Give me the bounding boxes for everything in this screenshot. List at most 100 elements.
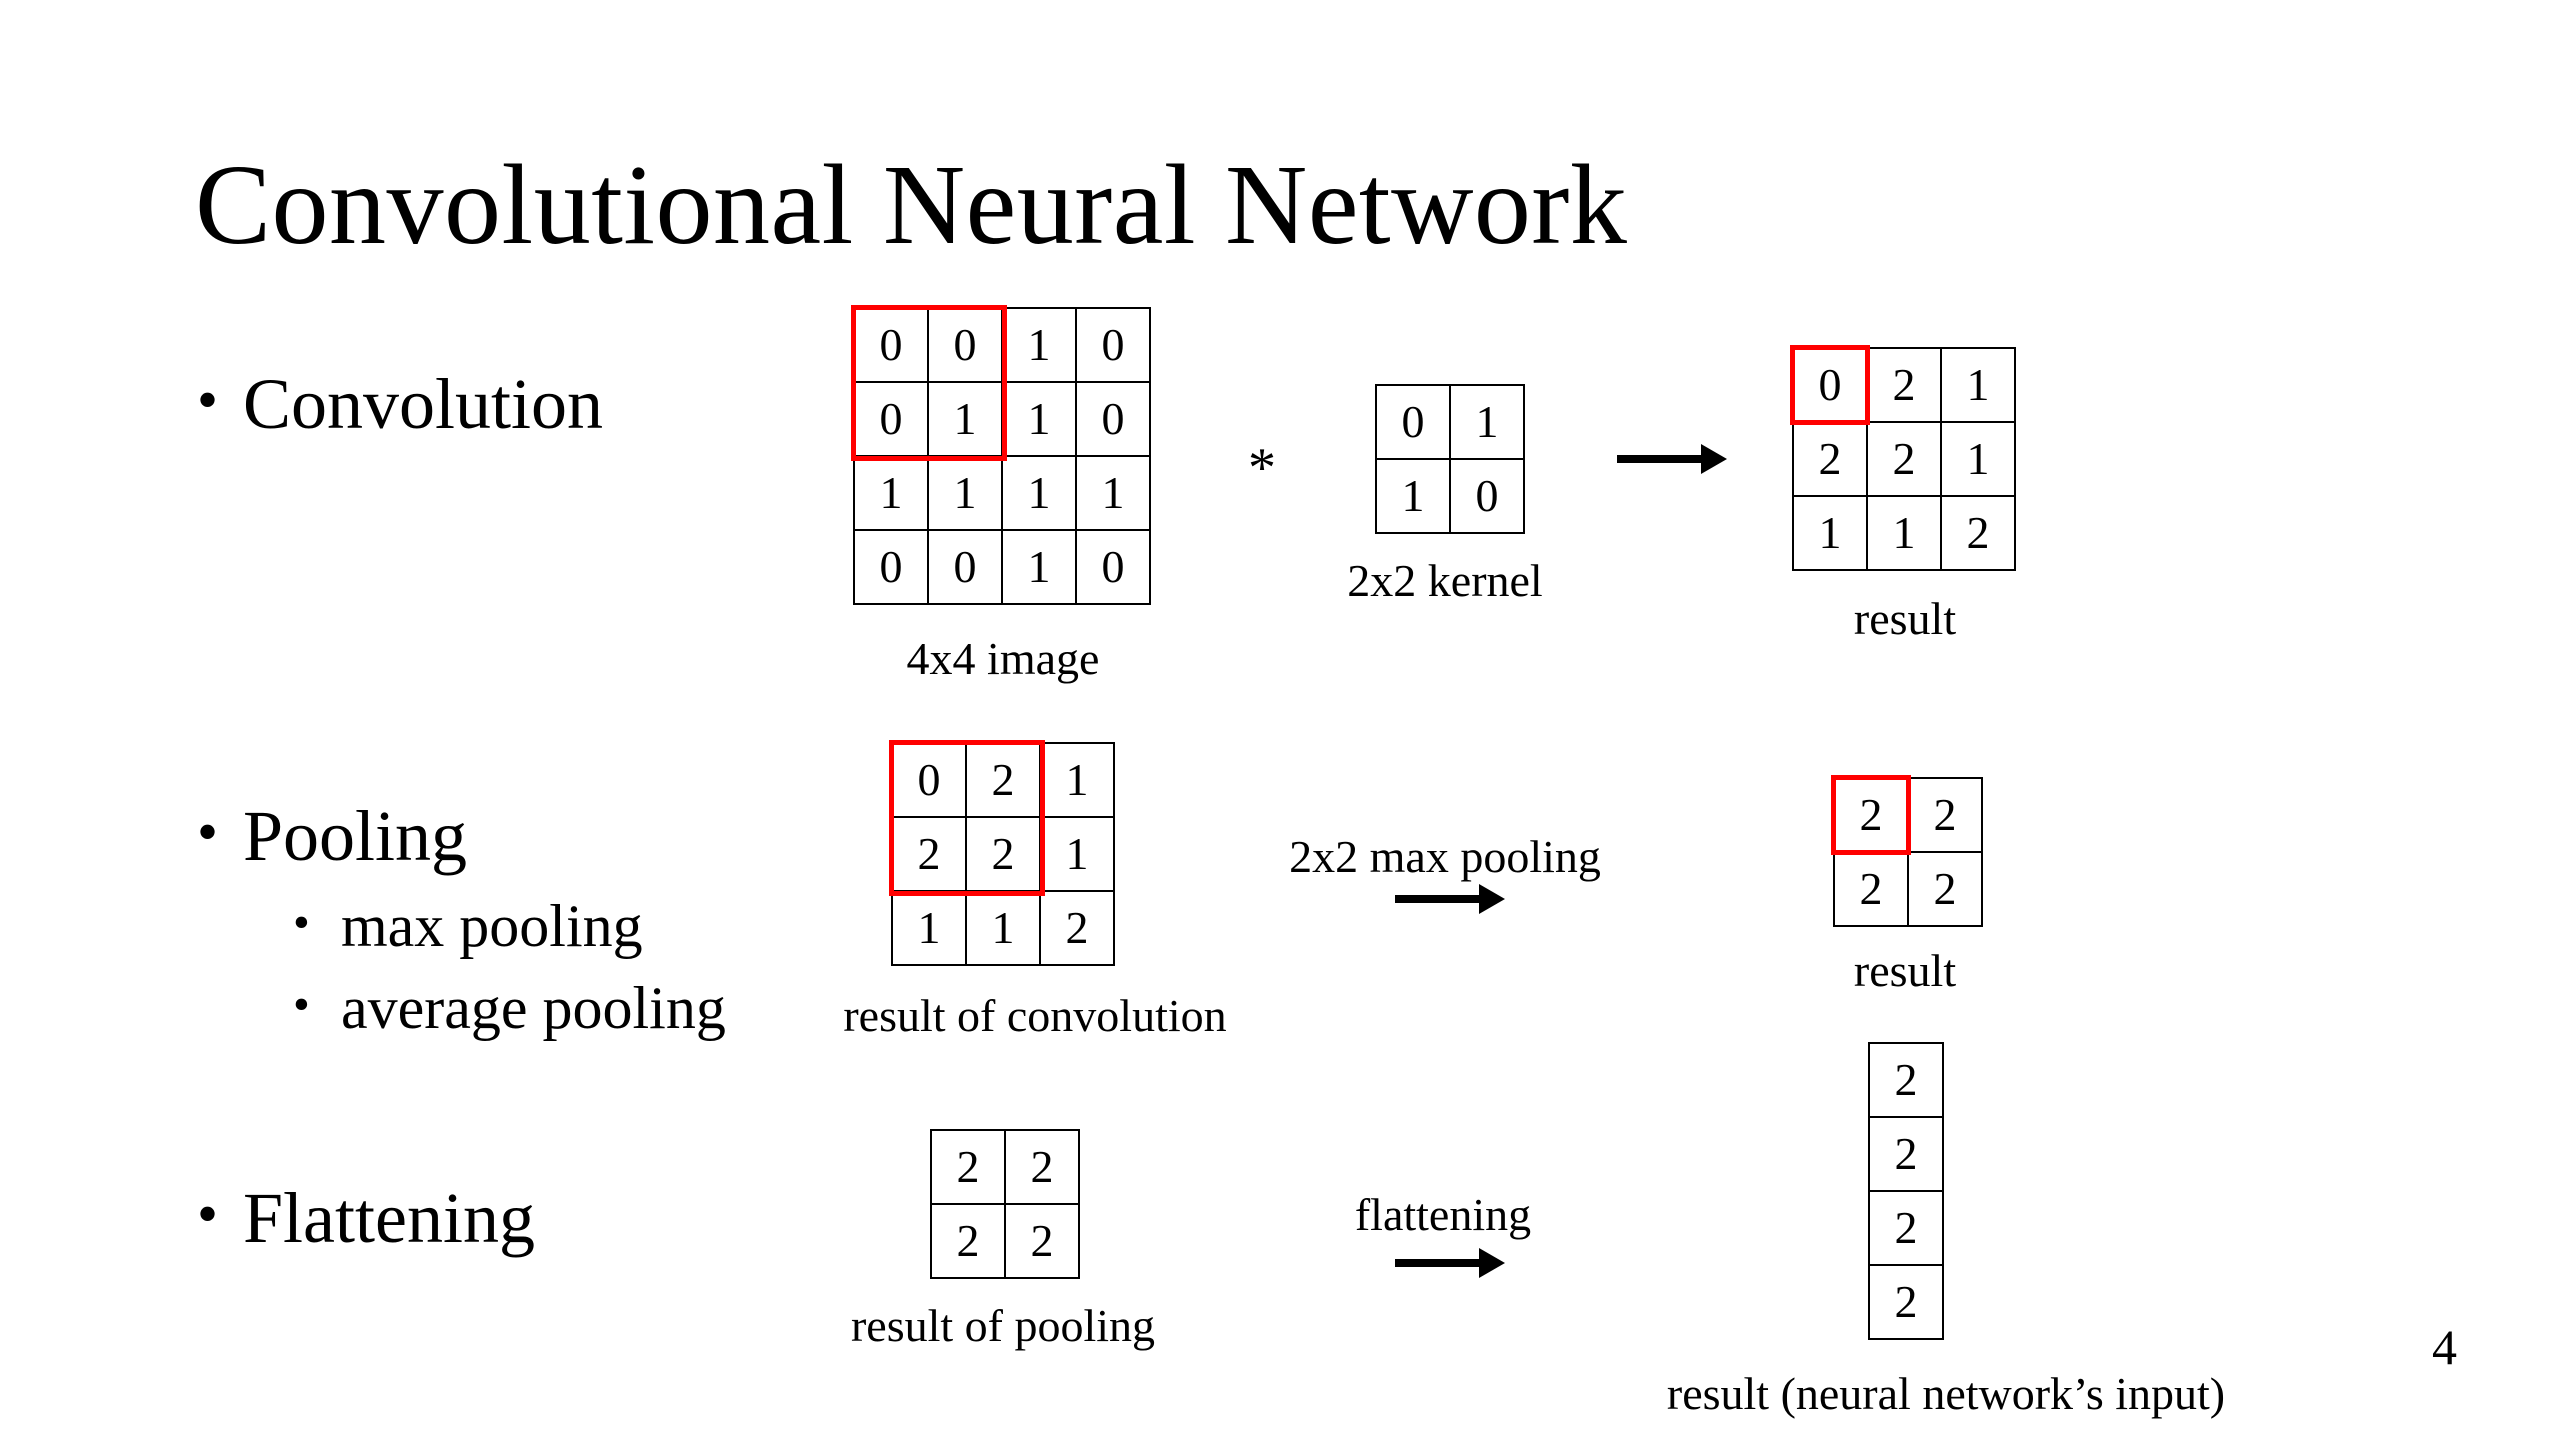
matrix-cell: 2 [1907, 851, 1983, 927]
sub-bullet-label: average pooling [341, 975, 726, 1041]
bullet-marker: • [293, 896, 310, 949]
matrix-cell: 0 [891, 742, 967, 818]
bullet-marker: • [293, 978, 310, 1031]
matrix-cell: 0 [1075, 529, 1151, 605]
matrix-row: 2 [1868, 1190, 1944, 1266]
arrow-right-icon [1617, 444, 1727, 474]
matrix-cell: 2 [1868, 1042, 1944, 1118]
matrix-cell: 2 [1868, 1264, 1944, 1340]
matrix-cell: 1 [891, 890, 967, 966]
matrix-cell: 2 [1039, 890, 1115, 966]
matrix-cell: 1 [1039, 816, 1115, 892]
matrix-cell: 2 [891, 816, 967, 892]
sub-bullet-max-pooling: • max pooling [293, 896, 643, 956]
caption-pooling-input: result of convolution [843, 990, 1227, 1041]
matrix-cell: 1 [1940, 347, 2016, 423]
matrix-cell: 2 [930, 1129, 1006, 1205]
matrix-cell: 0 [1375, 384, 1451, 460]
matrix-cell: 1 [1001, 529, 1077, 605]
matrix-cell: 1 [927, 455, 1003, 531]
matrix-cell: 1 [1792, 495, 1868, 571]
bullet-marker: • [197, 799, 219, 865]
convolution-operator: * [1248, 437, 1276, 499]
matrix-cell: 1 [1001, 307, 1077, 383]
sub-bullet-label: max pooling [341, 893, 643, 959]
matrix-row: 2 [1868, 1116, 1944, 1192]
matrix-cell: 2 [965, 816, 1041, 892]
matrix-cell: 2 [965, 742, 1041, 818]
matrix-row: 2 [1868, 1042, 1944, 1118]
matrix-cell: 1 [1940, 421, 2016, 497]
arrow-right-icon [1395, 1248, 1505, 1278]
matrix-cell: 1 [1075, 455, 1151, 531]
caption-flattened-vector: result (neural network’s input) [1666, 1368, 2226, 1419]
matrix-cell: 1 [853, 455, 929, 531]
matrix-cell: 1 [1001, 381, 1077, 457]
matrix-cell: 0 [1449, 458, 1525, 534]
matrix-cell: 2 [1792, 421, 1868, 497]
matrix-cell: 0 [853, 381, 929, 457]
caption-convolution-result: result [1853, 593, 1957, 644]
matrix-cell: 2 [930, 1203, 1006, 1279]
matrix-cell: 2 [1868, 1116, 1944, 1192]
bullet-marker: • [197, 367, 219, 433]
matrix-cell: 0 [927, 529, 1003, 605]
matrix-cell: 2 [1004, 1203, 1080, 1279]
matrix-cell: 1 [1375, 458, 1451, 534]
matrix-cell: 2 [1833, 851, 1909, 927]
caption-kernel: 2x2 kernel [1347, 555, 1543, 606]
matrix-cell: 0 [1075, 307, 1151, 383]
bullet-convolution: •Convolution [197, 368, 603, 440]
label-flattening: flattening [1354, 1189, 1532, 1240]
bullet-pooling-label: Pooling [243, 796, 468, 876]
matrix-cell: 2 [1866, 421, 1942, 497]
matrix-cell: 0 [1792, 347, 1868, 423]
caption-4x4-image: 4x4 image [906, 633, 1100, 684]
slide-title: Convolutional Neural Network [195, 141, 1628, 268]
caption-pooling-result: result [1853, 945, 1957, 996]
page-number: 4 [2432, 1319, 2457, 1375]
matrix-cell: 0 [853, 529, 929, 605]
arrow-right-icon [1395, 884, 1505, 914]
matrix-cell: 0 [927, 307, 1003, 383]
matrix-cell: 1 [1001, 455, 1077, 531]
matrix-cell: 2 [1940, 495, 2016, 571]
matrix-cell: 1 [965, 890, 1041, 966]
caption-flattening-input: result of pooling [850, 1300, 1156, 1351]
bullet-pooling: •Pooling [197, 800, 467, 872]
matrix-cell: 0 [853, 307, 929, 383]
matrix-cell: 1 [927, 381, 1003, 457]
sub-bullet-average-pooling: • average pooling [293, 978, 726, 1038]
matrix-cell: 2 [1833, 777, 1909, 853]
matrix-cell: 2 [1004, 1129, 1080, 1205]
bullet-flattening-label: Flattening [243, 1178, 535, 1258]
bullet-marker: • [197, 1181, 219, 1247]
bullet-convolution-label: Convolution [243, 364, 604, 444]
matrix-cell: 1 [1449, 384, 1525, 460]
matrix-cell: 1 [1039, 742, 1115, 818]
matrix-row: 2 [1868, 1264, 1944, 1340]
matrix-cell: 0 [1075, 381, 1151, 457]
matrix-cell: 2 [1868, 1190, 1944, 1266]
